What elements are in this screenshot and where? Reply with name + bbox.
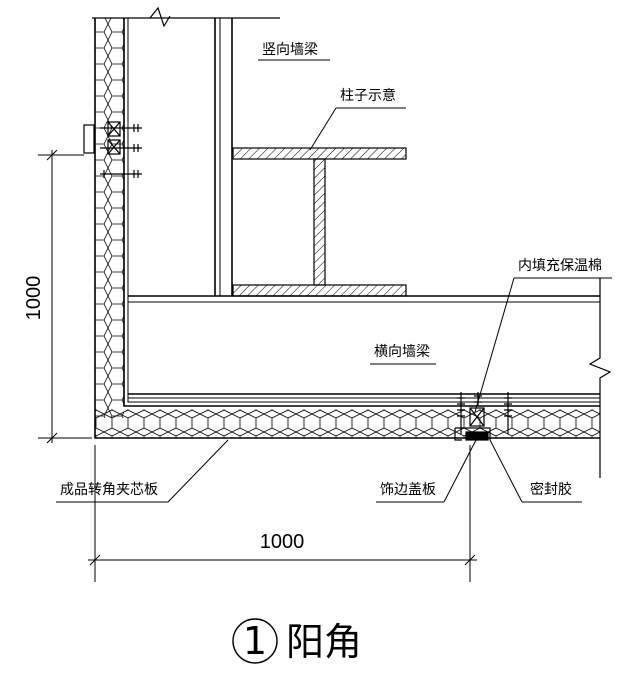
trim-cover-label: 饰边盖板 [380, 482, 436, 498]
trim-cover-joint [454, 407, 491, 441]
label-column: 柱子示意 [309, 87, 406, 151]
break-line-top [149, 6, 171, 28]
sealant-label: 密封胶 [530, 481, 572, 498]
horizontal-beam-label: 横向墙梁 [374, 344, 430, 360]
insulation-fill-label: 内填充保温棉 [518, 257, 602, 274]
title-text: 阳角 [286, 620, 362, 664]
break-line-right [588, 278, 612, 478]
title-number-circle [232, 618, 278, 664]
corner-panel-label: 成品转角夹芯板 [60, 482, 158, 498]
label-horizontal-beam: 横向墙梁 [370, 344, 436, 365]
screw-fasteners-vertical [83, 121, 142, 178]
label-trim-cover: 饰边盖板 [376, 439, 477, 503]
vertical-beam-label: 竖向墙梁 [262, 42, 318, 58]
horizontal-wall-beam [128, 295, 600, 399]
dimension-horizontal [88, 445, 477, 582]
vertical-wall-beam [214, 18, 233, 296]
column-h-section [232, 147, 407, 297]
column-label: 柱子示意 [340, 87, 396, 104]
panel-core-vertical [95, 18, 124, 418]
label-insulation: 内填充保温棉 [474, 257, 612, 413]
label-corner-panel: 成品转角夹芯板 [56, 439, 229, 503]
screw-fasteners-horizontal [457, 392, 512, 434]
drawing-title: 1 阳角 [232, 618, 362, 664]
dimension-vertical [38, 149, 92, 444]
horizontal-dimension-value: 1000 [260, 531, 305, 553]
label-vertical-beam: 竖向墙梁 [258, 42, 330, 61]
panel-core-horizontal [95, 409, 600, 438]
title-number: 1 [243, 619, 267, 663]
vertical-dimension-value: 1000 [23, 276, 45, 321]
corner-sandwich-panel [92, 17, 600, 439]
label-sealant: 密封胶 [489, 439, 582, 503]
